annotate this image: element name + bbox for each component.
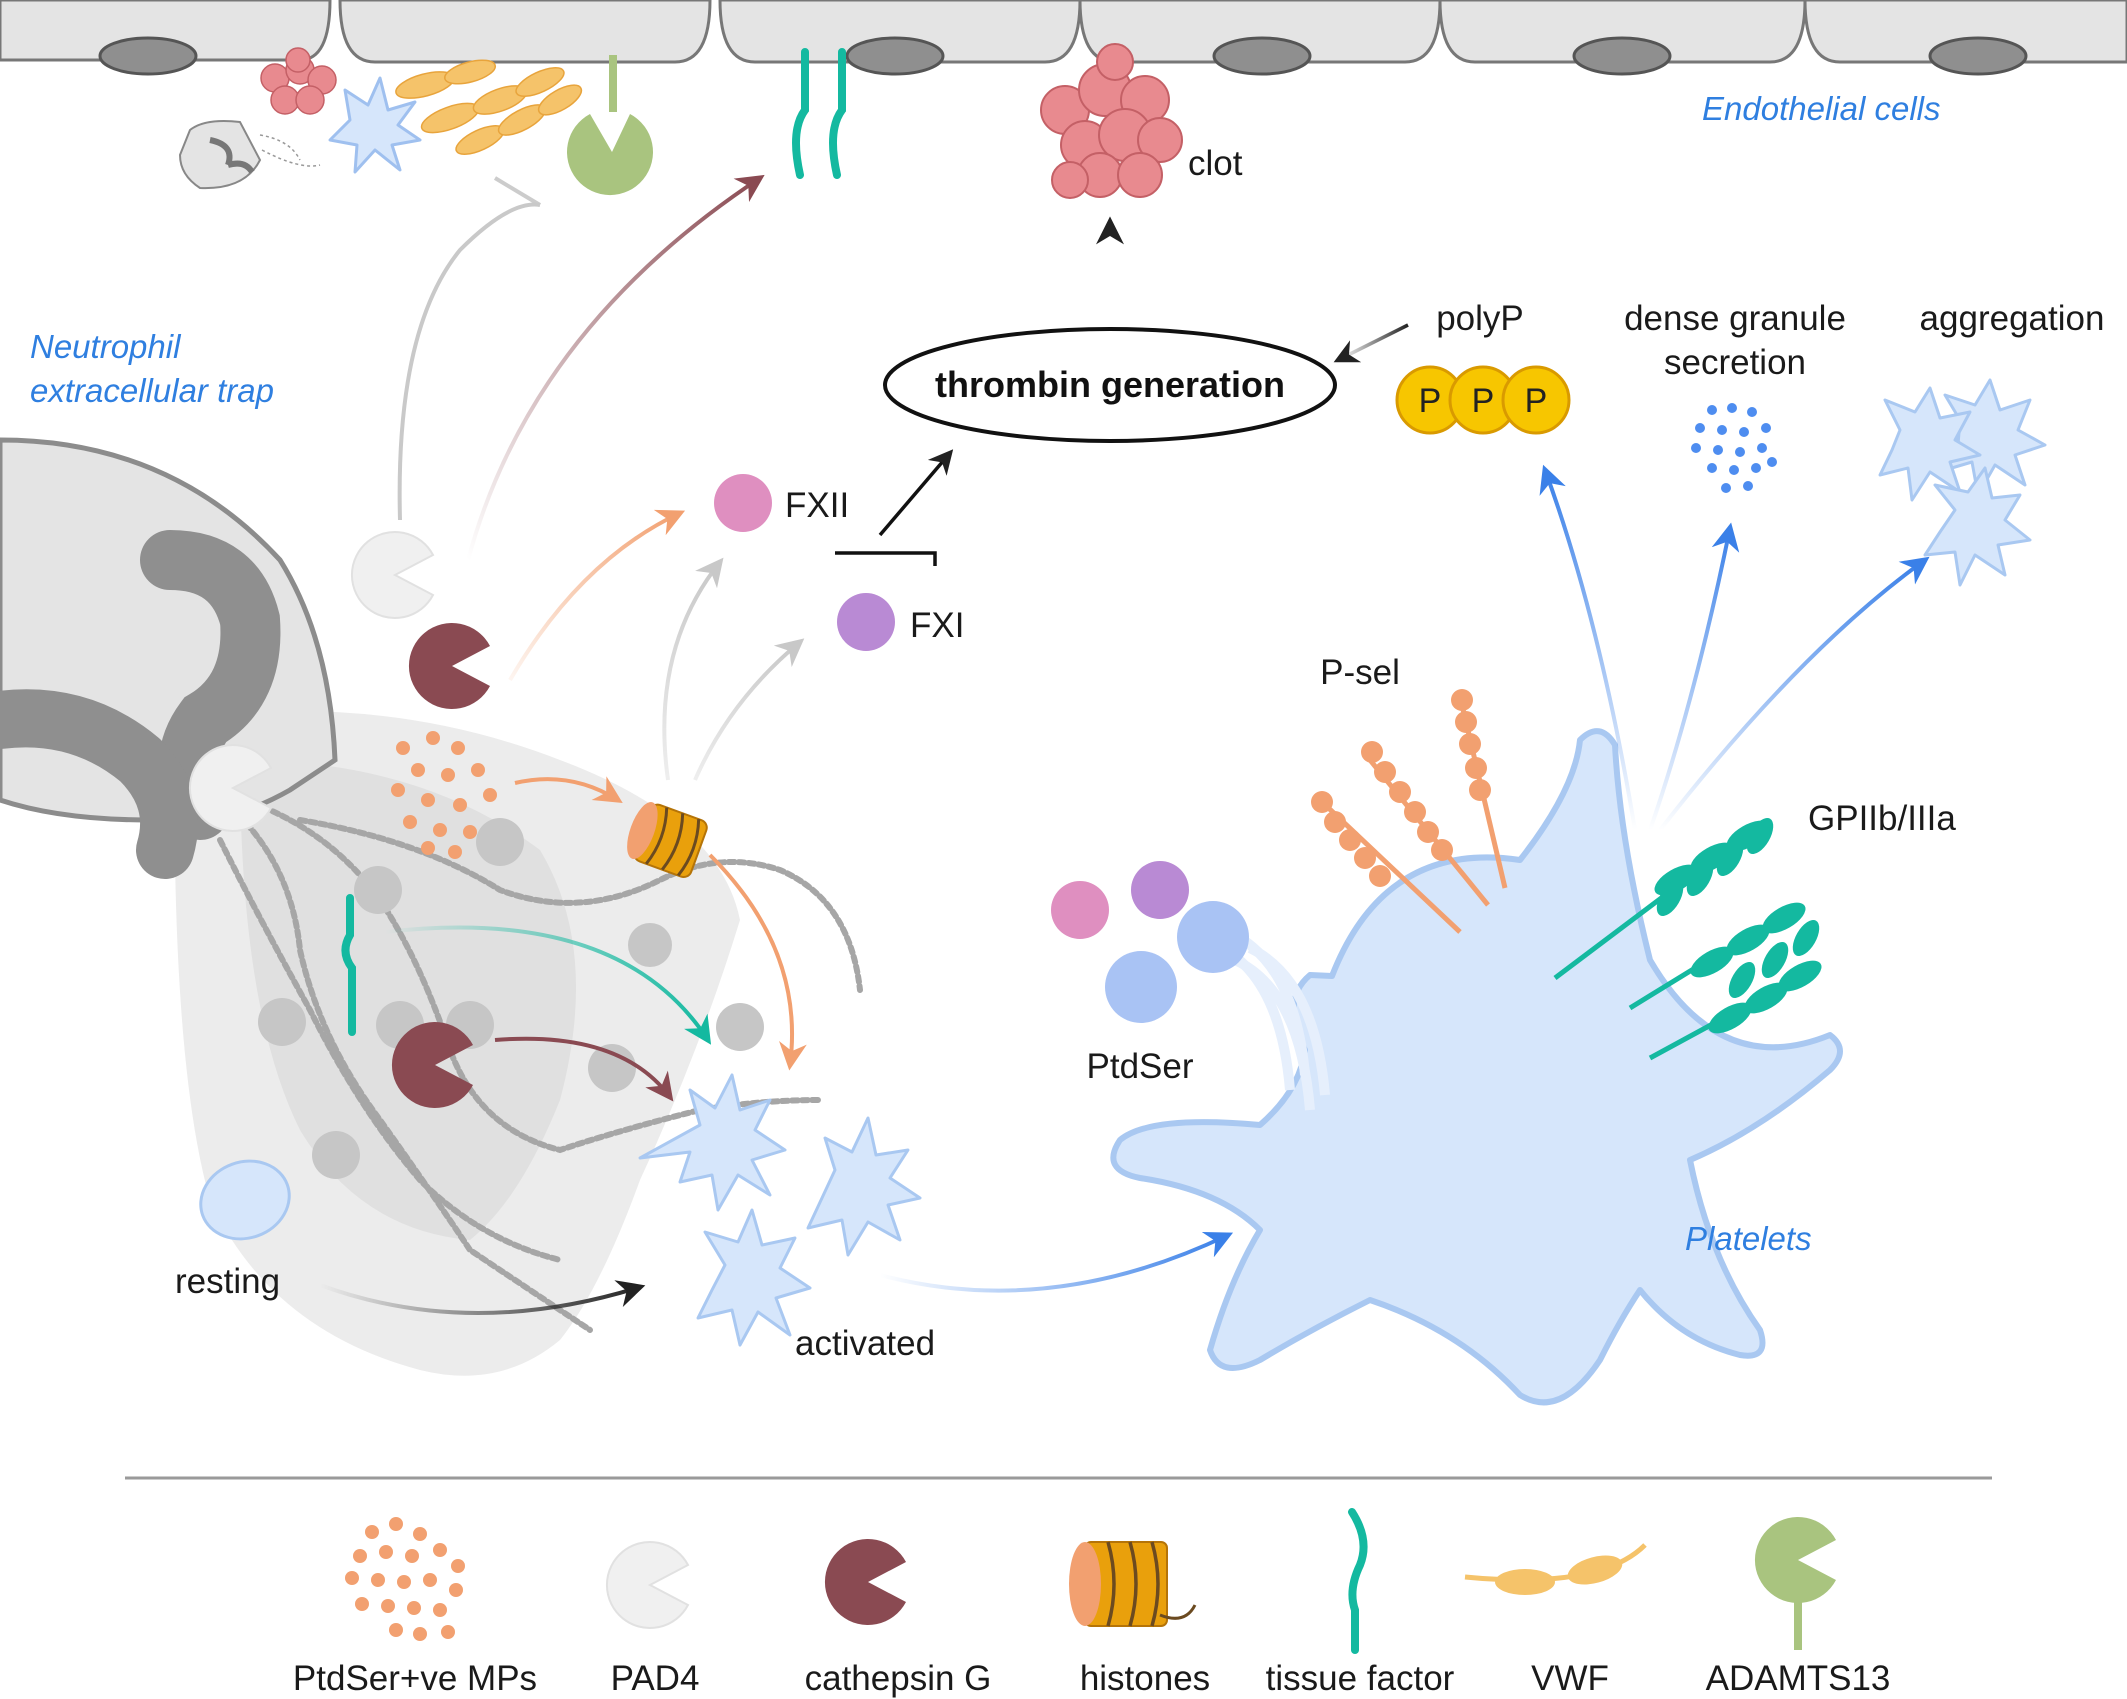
- resting-to-activated-arrow: [319, 1280, 646, 1315]
- legend-pad4: PAD4: [605, 1541, 700, 1698]
- thrombin-generation-node: [883, 327, 1337, 443]
- resting-label: resting: [175, 1262, 280, 1301]
- net-tissue-factor: [341, 894, 356, 1036]
- histone-spool-icon: [1069, 1541, 1197, 1627]
- dense-granule-dots-icon: [1691, 403, 1777, 493]
- pad4-to-endothelium-arrow: [397, 202, 541, 521]
- p-selectin-icon: [1311, 689, 1508, 934]
- svg-text:P: P: [1472, 382, 1495, 420]
- polyp-arrow: [1333, 323, 1409, 363]
- fxii-label: FXII: [785, 486, 849, 525]
- platelet-to-aggregation-arrow: [1658, 556, 1930, 832]
- endothelial-tissue-factor: [792, 48, 846, 179]
- legend-label: cathepsin G: [805, 1659, 992, 1698]
- endothelial-nucleus: [1572, 36, 1672, 76]
- activated-platelets-icon: [638, 1073, 922, 1347]
- tissue-factor-icon: [1348, 1508, 1368, 1654]
- legend-label: VWF: [1531, 1659, 1609, 1698]
- large-platelet: [1110, 728, 1843, 1406]
- net-histone-dots: [258, 818, 764, 1179]
- legend-label: tissue factor: [1266, 1659, 1455, 1698]
- endothelial-nucleus: [1212, 36, 1312, 76]
- vwf-icon: [1464, 1543, 1647, 1595]
- fx-bracket: [835, 551, 937, 566]
- fxii-icon: [714, 474, 772, 532]
- platelet-to-dense-granule-arrow: [1648, 522, 1740, 831]
- histone-to-fxi-arrow: [693, 638, 805, 781]
- legend-ptdser-mps: PtdSer+ve MPs: [293, 1517, 537, 1698]
- resting-platelet-icon: [199, 1159, 291, 1241]
- fxi-icon: [837, 593, 895, 651]
- histone-to-fxii-arrow: [662, 557, 724, 781]
- top-rbc-cluster: [260, 47, 337, 115]
- microparticles-icon: [345, 1517, 465, 1641]
- clot-icon: [1040, 43, 1183, 199]
- legend-label: ADAMTS13: [1706, 1659, 1891, 1698]
- activated-to-platelet-arrow: [879, 1232, 1234, 1293]
- dense-granule-label-line2: secretion: [1664, 343, 1806, 382]
- dense-granule-label-line1: dense granule: [1624, 299, 1846, 338]
- net-label-line2: extracellular trap: [30, 372, 274, 409]
- clot-label: clot: [1188, 144, 1243, 183]
- tissue-factor-to-activated-arrow: [384, 925, 712, 1045]
- endothelial-nucleus: [845, 36, 945, 76]
- aggregated-platelets-icon: [1878, 378, 2047, 587]
- ptdser-label: PtdSer: [1087, 1047, 1194, 1086]
- net-label-line1: Neutrophil: [30, 328, 182, 365]
- top-activated-platelet-icon: [328, 76, 422, 174]
- legend-tissue-factor: tissue factor: [1266, 1508, 1455, 1698]
- top-adamts13-icon: [567, 55, 653, 196]
- svg-text:P: P: [1419, 382, 1442, 420]
- net-histone-spool-icon: [627, 802, 708, 879]
- top-vwf-strands: [395, 59, 583, 155]
- cathepsin-to-fxii-arrow: [508, 509, 686, 682]
- aggregation-label: aggregation: [1920, 299, 2105, 338]
- platelet-to-polyp-arrow: [1539, 464, 1637, 831]
- polyp-label: polyP: [1436, 299, 1524, 338]
- pad4-pacman-icon: [605, 1541, 689, 1629]
- activated-label: activated: [795, 1324, 935, 1363]
- neutrophil-ghost-icon: [178, 120, 321, 190]
- legend-histones: histones: [1069, 1541, 1210, 1698]
- adamts13-icon: [1754, 1516, 1836, 1650]
- fx-to-thrombin-arrow: [878, 449, 954, 537]
- legend-adamts13: ADAMTS13: [1706, 1516, 1891, 1698]
- endothelial-cells-label: Endothelial cells: [1702, 90, 1940, 127]
- platelets-label: Platelets: [1685, 1220, 1812, 1257]
- endothelial-layer: [0, 0, 2127, 76]
- legend-vwf: VWF: [1464, 1543, 1647, 1698]
- fxi-label: FXI: [910, 606, 964, 645]
- gpiib-iiia-label: GPIIb/IIIa: [1808, 799, 1956, 838]
- legend-cathepsin-g: cathepsin G: [805, 1539, 992, 1698]
- legend-label: histones: [1080, 1659, 1210, 1698]
- endothelial-nucleus: [98, 36, 198, 76]
- gpiib-iiia-icon: [1553, 817, 1822, 1061]
- mps-to-histone-arrow: [514, 776, 623, 803]
- polyp-icon: P P P: [1395, 365, 1571, 435]
- svg-text:P: P: [1525, 382, 1548, 420]
- cathepsin-to-tissue-factor-arrow: [466, 174, 765, 561]
- histone-to-activated-arrow: [708, 853, 807, 1071]
- legend-label: PtdSer+ve MPs: [293, 1659, 537, 1698]
- neutrophil-cell: [0, 437, 338, 879]
- cathepsin-g-pacman-icon: [824, 1539, 906, 1625]
- endothelial-nucleus: [1928, 36, 2028, 76]
- p-sel-label: P-sel: [1320, 653, 1400, 692]
- net-microparticles-icon: [391, 731, 497, 859]
- ptdser-icon: [1051, 861, 1330, 1111]
- vwf-inhibition-line: [493, 176, 542, 207]
- legend-label: PAD4: [611, 1659, 700, 1698]
- thrombin-generation-label: thrombin generation: [935, 364, 1285, 405]
- cathepsin-to-activated-arrow: [494, 1036, 674, 1102]
